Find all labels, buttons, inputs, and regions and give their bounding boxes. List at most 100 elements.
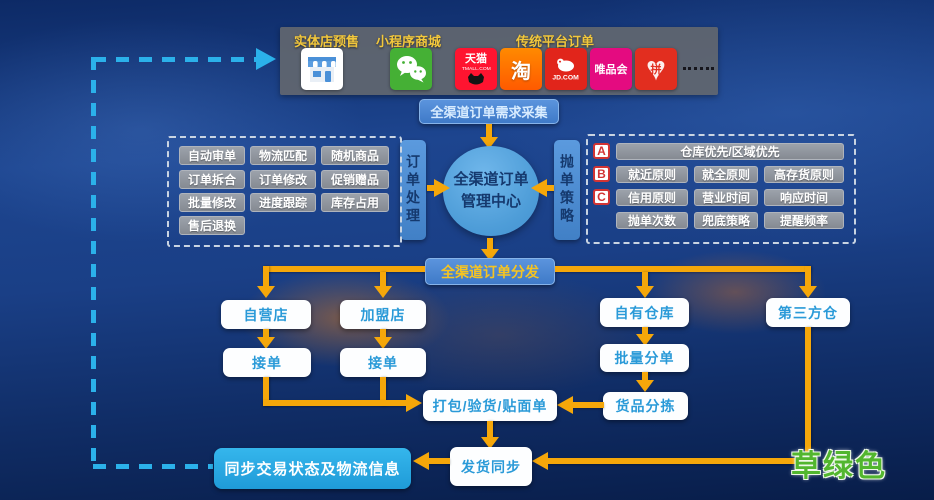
strategy-high-stock: 高存货原则 <box>764 166 844 183</box>
arrow-sorting-to-packing-head <box>557 396 573 414</box>
process-item-auto-review: 自动审单 <box>179 146 245 165</box>
more-channels-dots <box>683 67 714 70</box>
shipping-sync-label: 发货同步 <box>461 458 521 475</box>
arrow-wh-to-batch <box>642 327 648 335</box>
wechat-glyph <box>397 56 426 83</box>
drop-franchise-head <box>374 286 392 298</box>
feedback-dash-bottom <box>93 464 213 469</box>
drop-third-party <box>805 266 811 286</box>
processing-group-border <box>167 136 402 247</box>
batch-split-label: 批量分单 <box>614 350 675 366</box>
hub-line1: 全渠道订单 <box>453 171 529 189</box>
strategy-response: 响应时间 <box>764 189 844 206</box>
arrow-self-to-accept <box>263 329 269 338</box>
own-warehouse-label: 自有仓库 <box>614 304 675 321</box>
arrow-franchise-to-accept-head <box>374 337 392 349</box>
arrow-processing-to-hub <box>427 185 435 191</box>
batch-split-box: 批量分单 <box>600 344 689 372</box>
drop-own-warehouse-head <box>636 286 654 298</box>
arrow-franchise-to-accept <box>380 329 386 338</box>
arrow-wh-to-batch-head <box>636 334 654 346</box>
strategy-tag-c: C <box>593 189 610 205</box>
line-merge-to-packing <box>263 400 408 406</box>
vipshop-label: 唯品会 <box>594 64 628 76</box>
process-item-after-sale: 售后退换 <box>179 216 245 235</box>
dispatch-rail-right <box>555 266 811 272</box>
dispatch-box: 全渠道订单分发 <box>425 258 555 285</box>
order-processing-label: 订单处理 <box>400 140 426 240</box>
status-sync-box: 同步交易状态及物流信息 <box>214 448 411 489</box>
order-processing-text: 订单处理 <box>405 154 421 226</box>
process-item-order-edit: 订单修改 <box>250 170 316 189</box>
strategy-warehouse-priority: 仓库优先/区域优先 <box>616 143 844 160</box>
pinduoduo-label: 拼 <box>650 64 662 76</box>
arrow-self-to-accept-head <box>257 337 275 349</box>
process-item-split-merge: 订单拆合 <box>179 170 245 189</box>
arrow-hub-to-dispatch <box>487 238 493 250</box>
feedback-dash-left <box>91 57 96 469</box>
jd-dog-glyph <box>557 58 574 72</box>
franchise-store-label: 加盟店 <box>360 306 406 323</box>
line-sorting-to-packing <box>572 402 604 408</box>
arrow-batch-to-sorting-head <box>636 380 654 392</box>
self-store-box: 自营店 <box>221 300 311 329</box>
feedback-arrowhead-icon <box>256 48 276 70</box>
feedback-dash-top <box>93 57 256 62</box>
dispatch-strategy-label: 抛单策略 <box>554 140 580 240</box>
third-party-warehouse-box: 第三方仓 <box>766 298 850 327</box>
taobao-icon: 淘 <box>500 48 542 90</box>
arrow-collect-to-hub <box>486 124 492 138</box>
pinduoduo-icon: ♥ 拼 <box>635 48 677 90</box>
process-item-batch-edit: 批量修改 <box>179 193 245 212</box>
line-ship-to-status <box>429 458 450 464</box>
drop-franchise <box>380 272 386 286</box>
strategy-fallback: 兜底策略 <box>694 212 758 229</box>
line-accept1-down <box>263 377 269 406</box>
process-item-progress: 进度跟踪 <box>250 193 316 212</box>
strategy-group-border <box>586 134 856 244</box>
sorting-label: 货品分拣 <box>615 398 676 414</box>
arrow-merge-to-packing-head <box>406 394 422 412</box>
self-store-label: 自营店 <box>243 306 289 323</box>
arrow-packing-to-ship <box>487 421 493 438</box>
process-item-random-goods: 随机商品 <box>321 146 389 165</box>
line-third-party-left <box>547 458 811 464</box>
watermark: 草绿色 <box>791 441 887 485</box>
drop-third-party-head <box>799 286 817 298</box>
platform-orders-label: 传统平台订单 <box>516 34 595 49</box>
arrow-strategy-to-hub <box>546 185 554 191</box>
arrow-packing-to-ship-head <box>481 437 499 449</box>
tmall-icon: 天猫 TMALL.COM <box>455 48 497 90</box>
jd-icon: JD.COM <box>545 48 587 90</box>
drop-self-store-head <box>257 286 275 298</box>
tmall-label: 天猫 <box>465 52 487 65</box>
accept-order-label-1: 接单 <box>252 354 282 371</box>
strategy-nearest: 就近原则 <box>616 166 688 183</box>
wechat-icon <box>390 48 432 90</box>
drop-own-warehouse <box>642 272 648 286</box>
sorting-box: 货品分拣 <box>603 392 688 420</box>
strategy-credit: 信用原则 <box>616 189 688 206</box>
accept-order-box-2: 接单 <box>340 348 426 377</box>
miniprogram-mall-label: 小程序商城 <box>376 34 442 49</box>
third-party-warehouse-label: 第三方仓 <box>778 304 838 321</box>
taobao-label: 淘 <box>511 60 531 83</box>
process-item-logistics: 物流匹配 <box>250 146 316 165</box>
demand-collect-label: 全渠道订单需求采集 <box>430 105 548 120</box>
accept-order-label-2: 接单 <box>368 354 398 371</box>
own-warehouse-box: 自有仓库 <box>600 298 689 327</box>
hub-line2: 管理中心 <box>460 193 521 210</box>
jd-sub-label: JD.COM <box>552 73 580 82</box>
strategy-remind-freq: 提醒频率 <box>764 212 844 229</box>
line-third-party-down <box>805 327 811 464</box>
dispatch-rail-left <box>263 266 425 272</box>
tmall-cat-glyph <box>468 73 484 85</box>
storefront-glyph <box>308 57 336 82</box>
arrow-processing-to-hub-head <box>434 179 450 197</box>
strategy-tag-a: A <box>593 143 610 159</box>
channel-panel: 实体店预售 小程序商城 传统平台订单 <box>280 27 718 95</box>
process-item-promo-gift: 促销赠品 <box>321 170 389 189</box>
store-presale-label: 实体店预售 <box>294 34 360 49</box>
arrow-strategy-to-hub-head <box>531 179 547 197</box>
arrow-third-party-to-ship-head <box>532 452 548 470</box>
